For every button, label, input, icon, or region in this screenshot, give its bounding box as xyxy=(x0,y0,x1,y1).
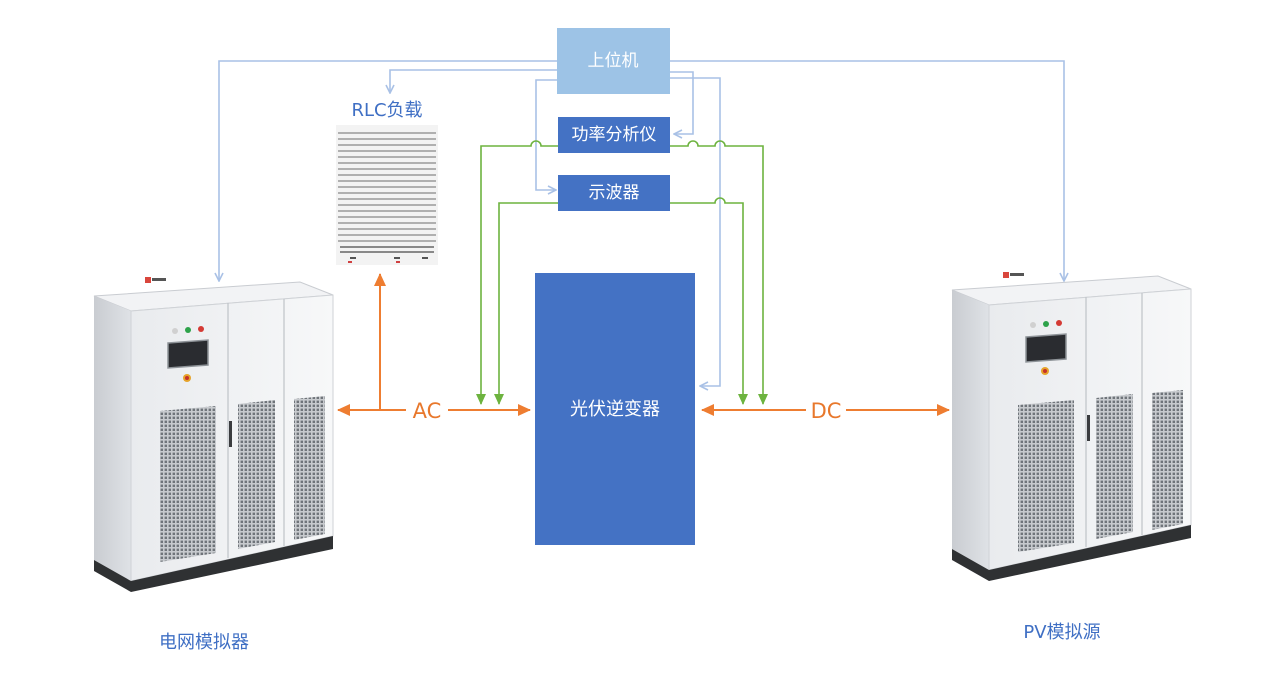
grid-simulator-label: 电网模拟器 xyxy=(159,632,249,653)
power-analyzer-label: 功率分析仪 xyxy=(572,125,657,145)
control-line-scope xyxy=(535,79,557,190)
power-lines xyxy=(337,273,950,416)
control-line-rlc xyxy=(390,69,557,92)
control-lines xyxy=(219,60,1064,386)
measure-line-analyzer-ac xyxy=(476,140,558,405)
host-pc-box xyxy=(557,28,670,94)
inverter-label: 光伏逆变器 xyxy=(570,399,660,420)
pv-simulator-cabinet xyxy=(951,272,1192,581)
control-line-inverter xyxy=(670,77,721,386)
pv-simulator-node: PV模拟源 xyxy=(951,272,1192,643)
grid-simulator-node: 电网模拟器 xyxy=(93,277,334,653)
pv-simulator-label: PV模拟源 xyxy=(1023,622,1100,643)
measure-line-scope-ac xyxy=(494,202,558,405)
rlc-load-node: RLC负载 xyxy=(336,100,438,265)
dc-label: DC xyxy=(811,399,842,423)
measure-lines xyxy=(476,140,768,405)
measure-line-scope-dc xyxy=(670,197,748,405)
control-line-grid xyxy=(219,60,557,280)
power-analyzer-node: 功率分析仪 xyxy=(558,117,670,153)
measure-line-analyzer-dc xyxy=(670,140,768,405)
power-analyzer-box xyxy=(558,117,670,153)
oscilloscope-label: 示波器 xyxy=(589,183,640,203)
rlc-load-device xyxy=(336,125,438,265)
ac-label: AC xyxy=(413,399,442,423)
control-line-pv xyxy=(670,60,1064,280)
grid-simulator-cabinet xyxy=(93,277,334,592)
inverter-box xyxy=(535,273,695,545)
oscilloscope-node: 示波器 xyxy=(558,175,670,211)
host-pc-label: 上位机 xyxy=(588,51,639,71)
host-pc-node: 上位机 xyxy=(557,28,670,94)
inverter-node: 光伏逆变器 xyxy=(535,273,695,545)
rlc-load-label: RLC负载 xyxy=(351,100,422,121)
oscilloscope-box xyxy=(558,175,670,211)
control-line-analyzer xyxy=(670,71,694,134)
